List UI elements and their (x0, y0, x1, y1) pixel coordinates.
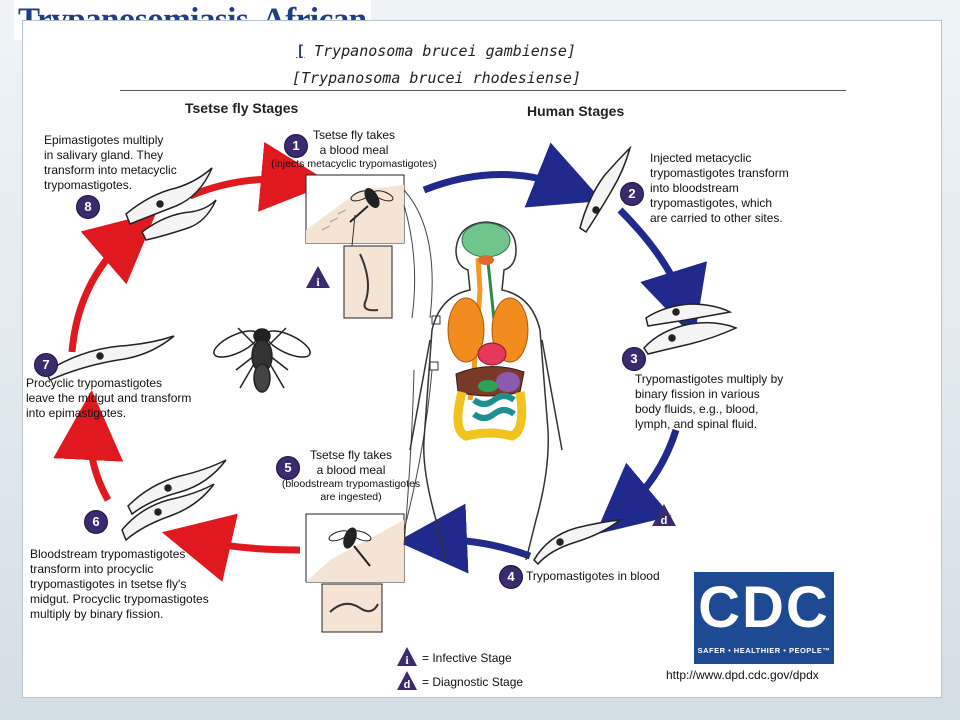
step-7-badge: 7 (34, 353, 58, 377)
svg-text:d: d (404, 679, 411, 691)
step-6-badge: 6 (84, 510, 108, 534)
tsetse-stages-header: Tsetse fly Stages (185, 100, 299, 116)
parasite-stage-6 (121, 459, 227, 542)
step-8-badge: 8 (76, 195, 100, 219)
parasite-stage-7 (45, 335, 175, 381)
legend-infective-icon: i (397, 647, 417, 667)
arrow-2-to-3 (617, 207, 708, 339)
subtitle-line-1: [ Trypanosoma brucei gambiense] (296, 42, 576, 60)
intestine-large (453, 390, 527, 441)
subtitle-line-2: [Trypanosoma brucei rhodesiense] (292, 69, 581, 87)
step-6-text: Bloodstream trypomastigotes transform in… (30, 547, 209, 621)
step-4-text: Trypomastigotes in blood (526, 569, 660, 583)
intestine-small (472, 393, 516, 421)
arrow-7-to-8 (68, 212, 157, 353)
legend-diagnostic-icon: d (397, 671, 417, 691)
parasite-inset-5 (321, 583, 383, 633)
step-1-text: Tsetse fly takes a blood meal (injects m… (271, 128, 437, 170)
svg-text:i: i (405, 653, 409, 667)
arrow-1-to-2 (422, 142, 603, 208)
step-7-text: Procyclic trypomastigotes leave the midg… (26, 376, 192, 420)
step-1-badge: 1 (284, 134, 308, 158)
lung-left (447, 297, 485, 363)
cdc-logo: CDC SAFER • HEALTHIER • PEOPLE™ (694, 572, 834, 664)
fly-icon-inset-5 (328, 527, 372, 567)
legend-diagnostic-label: = Diagnostic Stage (422, 675, 524, 689)
step-3-text: Trypomastigotes multiply by binary fissi… (635, 372, 784, 431)
parasite-stage-4 (533, 518, 623, 566)
diagnostic-stage-marker: d (652, 504, 676, 527)
step-8-text: Epimastigotes multiply in salivary gland… (44, 133, 177, 192)
subtitle-divider (120, 90, 846, 91)
human-stages-header: Human Stages (527, 103, 625, 119)
step-5-badge: 5 (276, 456, 300, 480)
arrow-8-to-1 (188, 142, 331, 212)
infective-stage-marker: i (306, 266, 330, 289)
parasite-stage-3 (643, 303, 738, 355)
arrow-5-to-6 (161, 513, 301, 582)
tsetse-fly-icon (213, 327, 311, 393)
legend-infective-label: = Infective Stage (422, 651, 512, 665)
arrow-4-to-5 (397, 503, 532, 574)
subtitle-gambiense: Trypanosoma brucei gambiense] (305, 42, 576, 60)
step-2-text: Injected metacyclic trypomastigotes tran… (650, 151, 789, 225)
step-5-text: Tsetse fly takes a blood meal (bloodstre… (281, 448, 421, 503)
parasite-stage-8 (125, 167, 217, 241)
fly-icon-inset-1 (349, 188, 394, 223)
heart (477, 342, 507, 366)
step-4-badge: 4 (499, 565, 523, 589)
parasite-stage-2 (579, 145, 632, 234)
human-figure (409, 221, 563, 561)
brain (461, 222, 511, 258)
stomach (496, 372, 520, 392)
svg-text:i: i (316, 275, 320, 289)
arrow-6-to-7 (53, 390, 124, 502)
cdc-url-link[interactable]: http://www.dpd.cdc.gov/dpdx (666, 668, 819, 682)
step-2-badge: 2 (620, 182, 644, 206)
step-3-badge: 3 (622, 347, 646, 371)
subtitle-bracket[interactable]: [ (296, 42, 306, 60)
svg-text:d: d (661, 515, 668, 527)
arrow-3-to-4 (595, 428, 680, 535)
